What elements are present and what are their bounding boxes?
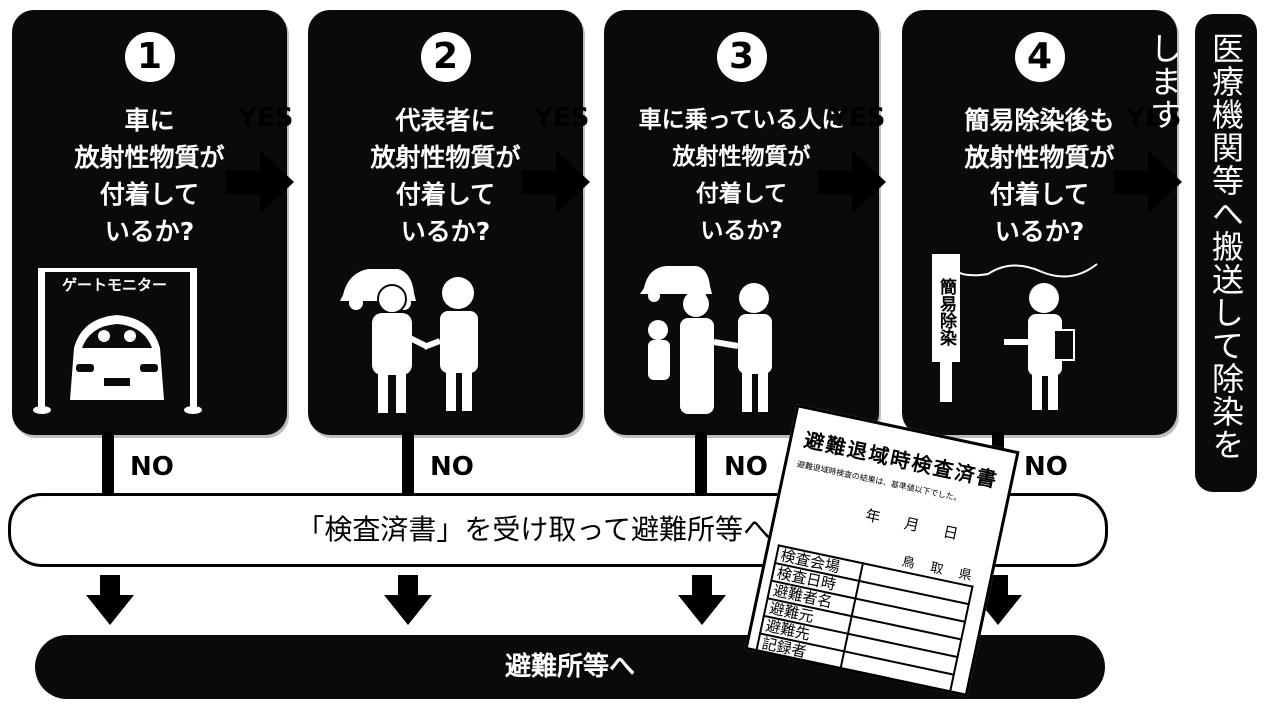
- family-inspection-illustration: [640, 266, 772, 414]
- arrow-down-icon: [86, 575, 134, 625]
- certificate-date: 年 月 日: [863, 505, 970, 546]
- final-destination-text: 避難所等へ: [504, 652, 635, 682]
- gate-monitor-car-illustration: [33, 268, 202, 414]
- yes-label: YES: [1126, 103, 1182, 133]
- yes-label: YES: [534, 103, 590, 133]
- yes-label: YES: [238, 103, 294, 133]
- arrow-right-icon: [1114, 150, 1182, 214]
- receipt-bar-text: 「検査済書」を受け取って避難所等へ: [296, 513, 771, 546]
- no-connector-line: [402, 432, 414, 496]
- hospital-outcome-box: 医療機関等へ搬送して除染をします: [1145, 14, 1257, 492]
- no-connector-line: [695, 432, 707, 496]
- arrow-down-icon: [384, 575, 432, 625]
- step-question: 代表者に 放射性物質が 付着して いるか?: [370, 106, 521, 246]
- no-label: NO: [430, 452, 474, 482]
- arrow-right-icon: [226, 150, 294, 214]
- arrow-down-icon: [678, 575, 726, 625]
- step-number: 3: [716, 32, 767, 82]
- step-question: 簡易除染後も 放射性物質が 付着して いるか?: [964, 106, 1115, 246]
- representative-inspection-illustration: [340, 269, 478, 413]
- arrow-right-icon: [522, 150, 590, 214]
- yes-label: YES: [830, 103, 886, 133]
- step-number: 1: [124, 32, 175, 82]
- arrow-right-icon: [818, 150, 886, 214]
- arrow-down-icon: [974, 575, 1022, 625]
- step-number: 4: [1014, 32, 1065, 82]
- step-number: 2: [420, 32, 471, 82]
- no-label: NO: [1024, 452, 1068, 482]
- no-label: NO: [130, 452, 174, 482]
- no-connector-line: [102, 432, 114, 496]
- gate-monitor-label: ゲートモニター: [62, 276, 168, 294]
- simple-decontamination-illustration: [932, 254, 1098, 410]
- hospital-outcome-text: 医療機関等へ搬送して除染をします: [1145, 32, 1245, 461]
- no-label: NO: [724, 452, 768, 482]
- step-question: 車に乗っている人に 放射性物質が 付着して いるか?: [638, 107, 845, 244]
- step-question: 車に 放射性物質が 付着して いるか?: [74, 106, 225, 246]
- decontamination-sign-label: 簡易除染: [936, 278, 956, 346]
